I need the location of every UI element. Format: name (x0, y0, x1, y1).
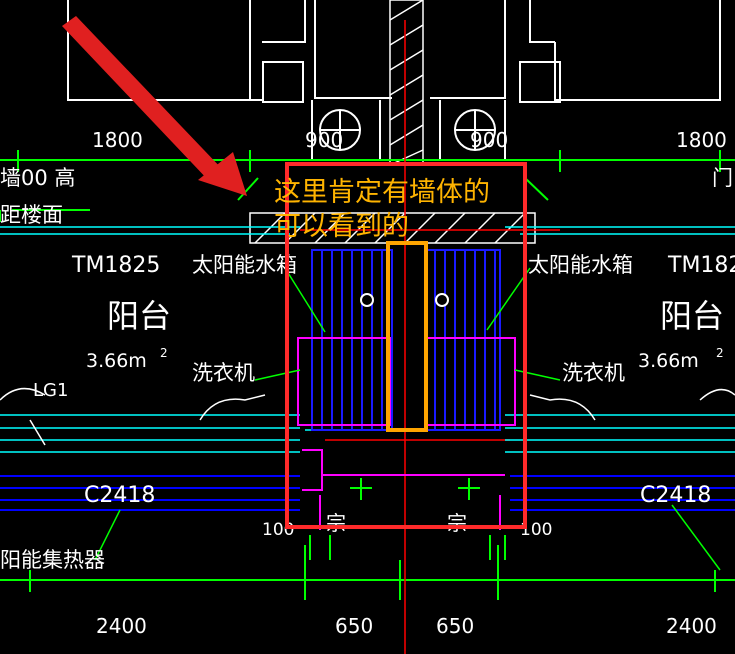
dim-small-right: 100 (520, 520, 552, 540)
leader-lines (94, 267, 721, 571)
wall-height-note: 墙00 高 (0, 166, 75, 190)
washing-machines (297, 337, 516, 530)
dim-top-4: 1800 (676, 128, 727, 152)
dim-top-1: 1800 (92, 128, 143, 152)
annotation-red-box (285, 162, 527, 529)
room-name-right: 阳台 (660, 297, 724, 335)
collector-label: 阳能集热器 (0, 548, 105, 572)
center-glyph-right: 宗 (447, 511, 467, 535)
dim-top-2: 900 (305, 128, 343, 152)
tank-valves (360, 293, 449, 307)
window-bands (0, 475, 735, 511)
center-glyph-left: 宗 (326, 511, 346, 535)
dimension-lines (0, 150, 735, 600)
solar-water-tank-left (311, 249, 393, 431)
area-left: 3.66m (86, 350, 147, 372)
axis-lines (300, 20, 560, 654)
area-sup-left: 2 (160, 346, 168, 360)
annotation-arrow (62, 16, 247, 196)
upper-building-outline (67, 0, 721, 160)
washer-label-right: 洗衣机 (562, 361, 625, 385)
window-tag-right: C2418 (640, 483, 711, 508)
window-and-slab-lines (0, 226, 735, 453)
dim-bottom-3: 650 (436, 614, 474, 638)
door-label-right: 门 (712, 166, 733, 190)
heater-label-left: 太阳能水箱 (192, 253, 297, 277)
dim-bottom-4: 2400 (666, 614, 717, 638)
heater-label-right: 太阳能水箱 (528, 253, 633, 277)
dim-bottom-2: 650 (335, 614, 373, 638)
floor-note: 距楼面 (0, 203, 63, 227)
door-tag-left: TM1825 (71, 253, 160, 278)
wall-highlight-box (386, 241, 428, 432)
washer-label-left: 洗衣机 (192, 361, 255, 385)
dim-bottom-1: 2400 (96, 614, 147, 638)
dim-small-left: 100 (262, 520, 294, 540)
annotation-callout-text: 这里肯定有墙体的 可以看到的 (274, 177, 490, 242)
room-name-left: 阳台 (107, 297, 171, 335)
door-swings (0, 387, 735, 446)
solar-water-tank-right (424, 249, 501, 431)
area-sup-right: 2 (716, 346, 724, 360)
area-right: 3.66m (638, 350, 699, 372)
door-tag-right: TM1825 (667, 253, 735, 278)
dim-top-3: 900 (470, 128, 508, 152)
lg-tag: LG1 (33, 380, 68, 401)
center-ticks (350, 478, 480, 500)
window-tag-left: C2418 (84, 483, 155, 508)
